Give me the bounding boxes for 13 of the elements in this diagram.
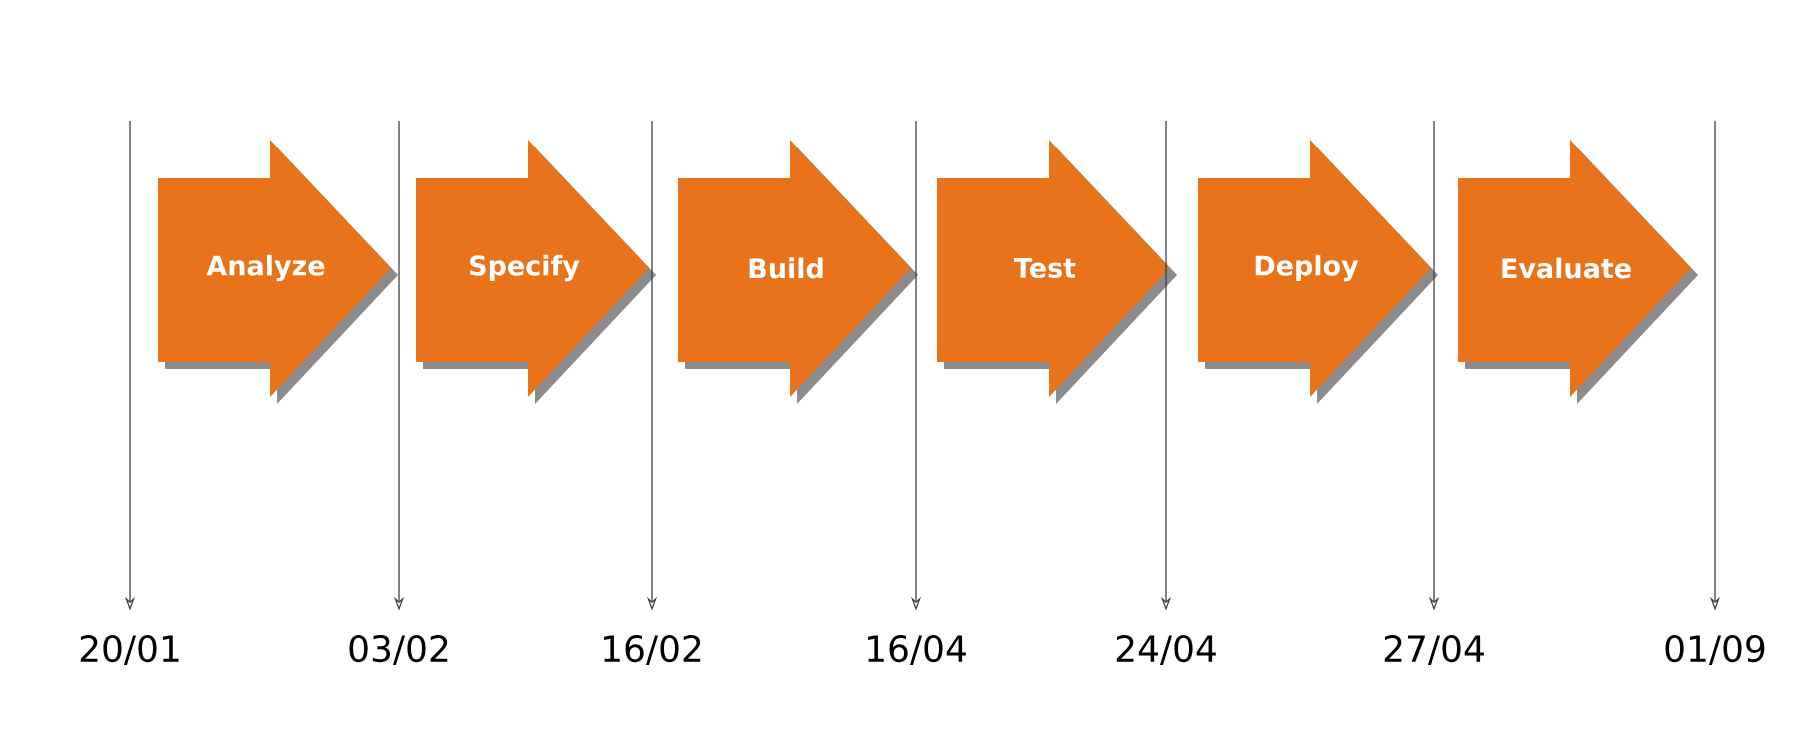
process-step: Test — [937, 140, 1177, 404]
date-label: 01/09 — [1665, 635, 1765, 666]
process-step: Evaluate — [1458, 140, 1698, 404]
process-step: Specify — [416, 140, 656, 404]
process-step: Build — [678, 140, 918, 404]
date-label: 16/02 — [604, 635, 701, 666]
date-label: 20/01 — [80, 635, 179, 666]
process-step: Deploy — [1198, 140, 1438, 404]
date-label: 24/04 — [1116, 635, 1216, 666]
date-label: 03/02 — [349, 635, 448, 666]
process-step: Analyze — [158, 140, 398, 404]
date-label: 27/04 — [1384, 635, 1484, 666]
date-label: 16/04 — [868, 635, 966, 666]
